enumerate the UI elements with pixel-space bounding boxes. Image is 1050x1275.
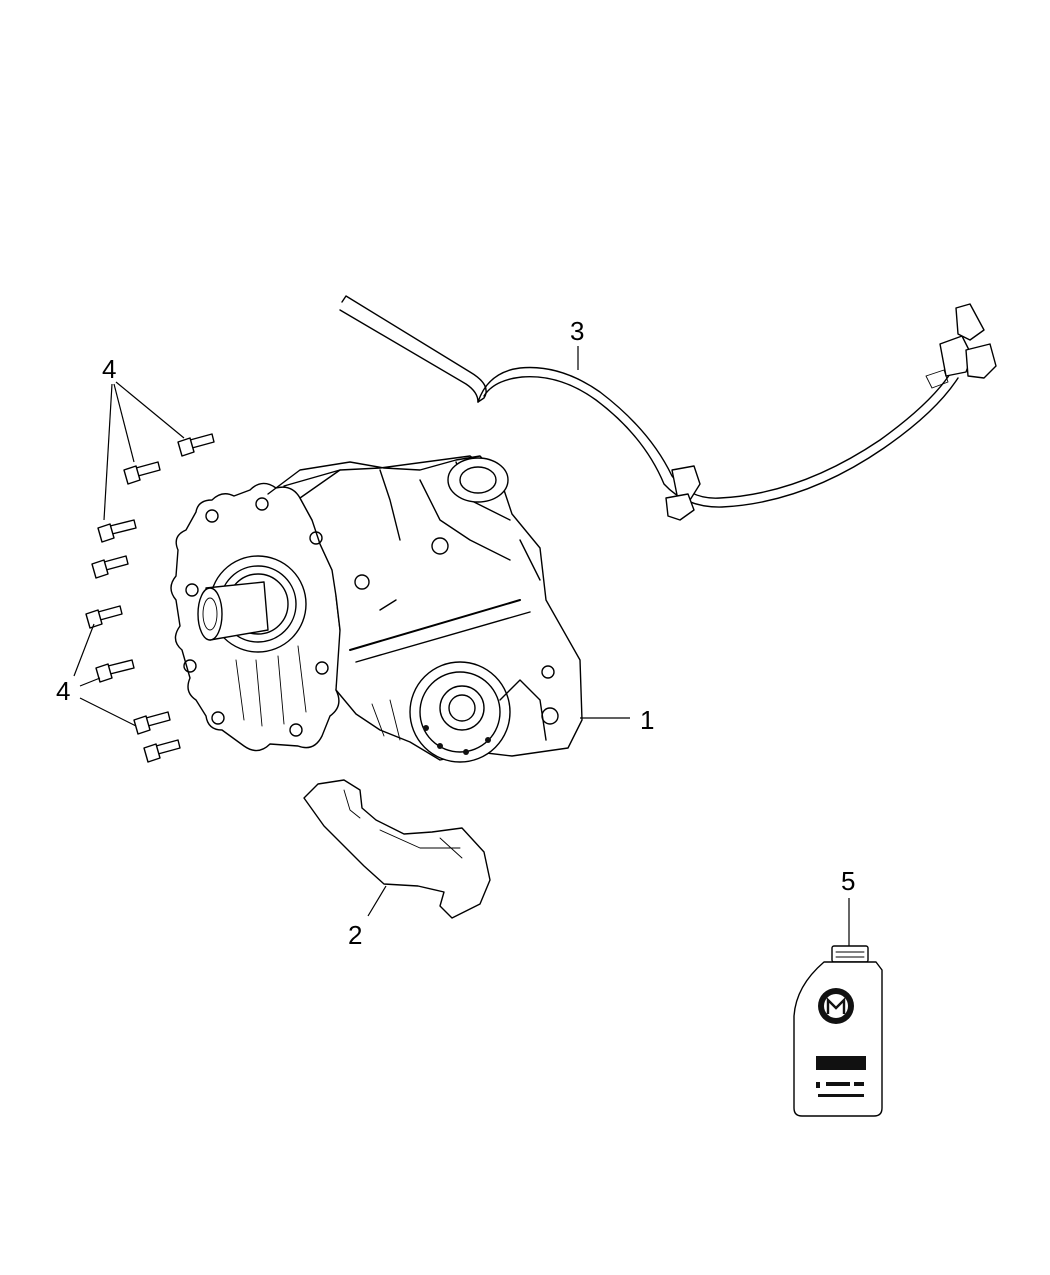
bolt-5: [85, 605, 123, 629]
leader-part-4c: [103, 383, 113, 521]
vent-hose-part-3: [339, 295, 997, 521]
bolt-group-part-4: [85, 433, 215, 763]
bolt-3: [97, 519, 137, 543]
bolt-2: [123, 461, 161, 485]
fluid-bottle-part-5: [793, 945, 883, 1117]
bolt-8: [143, 739, 181, 763]
leader-part-2: [367, 885, 387, 917]
bolt-1: [177, 433, 215, 457]
transfer-case-part-1: [170, 455, 583, 763]
heat-shield-part-2: [303, 779, 491, 919]
leader-part-4f: [79, 697, 137, 727]
callout-part-5: 5: [841, 866, 855, 896]
bolt-4: [91, 555, 129, 579]
leader-part-4b: [113, 383, 135, 463]
callout-part-1: 1: [640, 705, 654, 735]
callout-part-3: 3: [570, 316, 584, 346]
leader-part-4a: [115, 381, 185, 439]
callout-part-4-lower: 4: [56, 676, 70, 706]
callout-labels: 1 2 3 4 4 5: [56, 316, 855, 950]
bolt-7: [133, 711, 171, 735]
leader-part-4e: [79, 677, 101, 687]
leader-lines: [73, 346, 850, 946]
callout-part-2: 2: [348, 920, 362, 950]
callout-part-4-upper: 4: [102, 354, 116, 384]
leader-part-4d: [73, 623, 95, 677]
bolt-6: [95, 659, 135, 683]
